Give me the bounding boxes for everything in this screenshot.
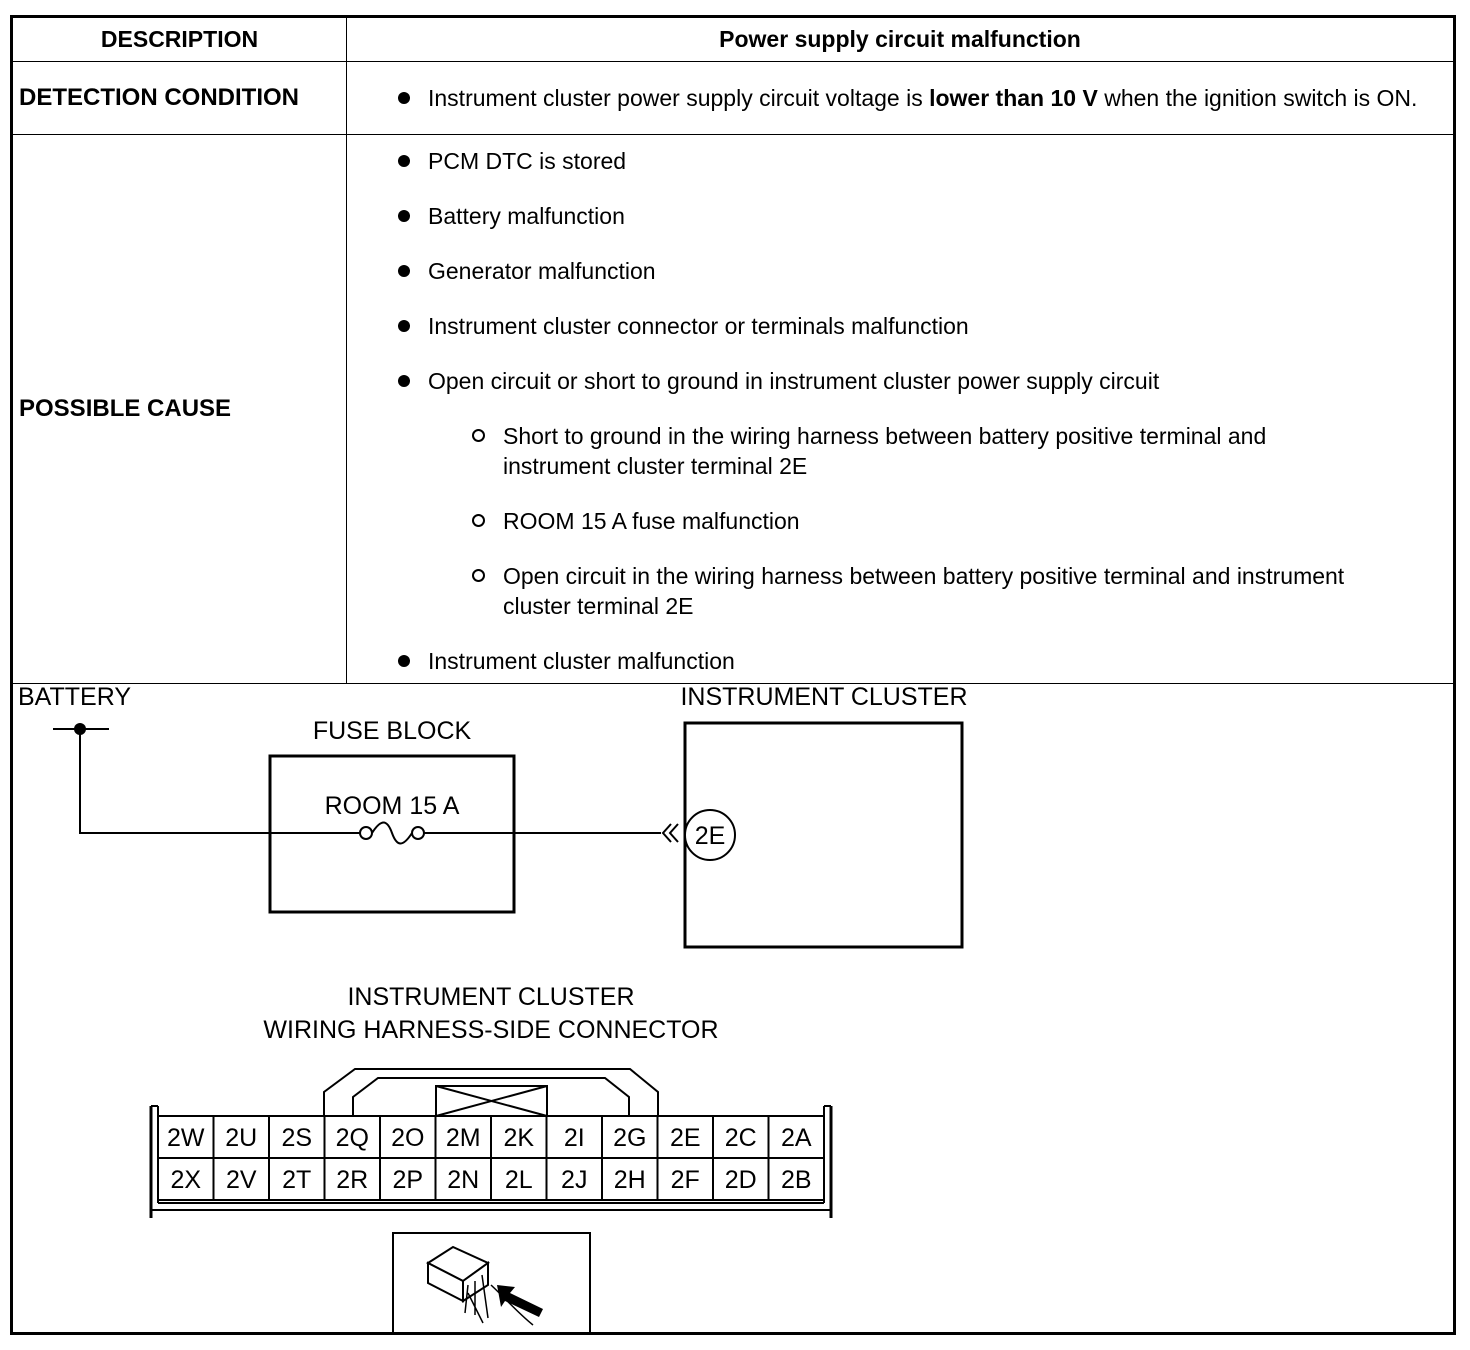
connector-pin-label: 2Q (336, 1124, 369, 1152)
connector-pin-label: 2I (564, 1124, 585, 1152)
bullet-icon (398, 92, 410, 104)
terminal-2e-label: 2E (695, 822, 726, 850)
connector-pin-label: 2M (446, 1124, 481, 1152)
connector-pin-label: 2B (781, 1166, 812, 1194)
detection-label: DETECTION CONDITION (13, 61, 347, 135)
detection-text-pre: Instrument cluster power supply circuit … (428, 85, 930, 111)
document-frame: DESCRIPTION Power supply circuit malfunc… (10, 15, 1456, 1335)
cause-item: Battery malfunction (348, 201, 1452, 231)
connector-pin-label: 2T (282, 1166, 311, 1194)
connector-pin-label: 2J (561, 1166, 587, 1194)
header-row: DESCRIPTION Power supply circuit malfunc… (13, 18, 1453, 62)
unused-cavity-mark (435, 1085, 548, 1117)
detection-threshold: lower than 10 V (929, 85, 1098, 111)
detection-cell: Instrument cluster power supply circuit … (346, 61, 1453, 135)
sub-cause-item: Short to ground in the wiring harness be… (428, 421, 1452, 481)
connector-pin-label: 2V (226, 1166, 257, 1194)
bullet-icon (398, 655, 410, 667)
sub-cause-list: Short to ground in the wiring harness be… (428, 421, 1452, 621)
detection-text-post: when the ignition switch is ON. (1097, 85, 1418, 111)
connector-pin-label: 2H (614, 1166, 646, 1194)
connector-pin-label: 2A (781, 1124, 812, 1152)
battery-label: BATTERY (18, 683, 131, 711)
fuse-label: ROOM 15 A (325, 792, 460, 820)
connector-title-line1: INSTRUMENT CLUSTER (347, 983, 634, 1011)
connector-pin-label: 2F (671, 1166, 700, 1194)
detection-row: DETECTION CONDITION Instrument cluster p… (13, 61, 1453, 135)
cause-list: PCM DTC is stored Battery malfunction Ge… (348, 136, 1452, 682)
bullet-icon (398, 155, 410, 167)
bullet-icon (398, 210, 410, 222)
bullet-icon (398, 320, 410, 332)
connector-pin-label: 2U (225, 1124, 257, 1152)
connector-pin-label: 2G (613, 1124, 646, 1152)
connector-pin-label: 2E (670, 1124, 701, 1152)
connector-pin-label: 2X (170, 1166, 201, 1194)
sub-cause-item: Open circuit in the wiring harness betwe… (428, 561, 1452, 621)
sub-cause-item: ROOM 15 A fuse malfunction (428, 506, 1452, 536)
connector-pin-label: 2N (447, 1166, 479, 1194)
detection-text: Instrument cluster power supply circuit … (348, 77, 1452, 119)
wiring-diagram: BATTERY FUSE BLOCK ROOM 15 A INSTRUMENT … (13, 673, 1453, 1334)
connector-pin-label: 2W (167, 1124, 205, 1152)
connector-title-line2: WIRING HARNESS-SIDE CONNECTOR (263, 1016, 718, 1044)
connector-pin-label: 2O (391, 1124, 424, 1152)
terminal-2e-circle (684, 809, 736, 861)
wiring-diagram-svg: BATTERY FUSE BLOCK ROOM 15 A INSTRUMENT … (18, 683, 968, 1334)
connector-lock-tab (323, 1068, 659, 1116)
cause-item: Instrument cluster connector or terminal… (348, 311, 1452, 341)
connector-view-icon (392, 1232, 591, 1334)
cause-item: Open circuit or short to ground in instr… (348, 366, 1452, 621)
cause-item: Instrument cluster malfunction (348, 646, 1452, 676)
connector-pin-label: 2C (725, 1124, 757, 1152)
cluster-label: INSTRUMENT CLUSTER (680, 683, 967, 711)
connector-pin-label: 2P (392, 1166, 423, 1194)
connector-pin-label: 2S (281, 1124, 312, 1152)
fuse-block-label: FUSE BLOCK (313, 717, 472, 745)
hollow-bullet-icon (472, 569, 485, 582)
bullet-icon (398, 375, 410, 387)
connector-symbol-icon (661, 823, 679, 843)
fuse-icon (359, 821, 425, 845)
header-description: DESCRIPTION (13, 18, 347, 62)
connector-pin-grid: 2W 2U 2S 2Q 2O 2M 2K 2I 2G 2E 2C 2A 2X 2V 2T 2R 2P 2N 2L 2J… (157, 1115, 825, 1201)
connector-pin-label: 2D (725, 1166, 757, 1194)
connector-pin-cell (767, 1157, 825, 1201)
header-title: Power supply circuit malfunction (346, 18, 1453, 62)
possible-cause-cell: PCM DTC is stored Battery malfunction Ge… (346, 134, 1453, 684)
connector-pin-label: 2L (505, 1166, 533, 1194)
cause-item: PCM DTC is stored (348, 146, 1452, 176)
hollow-bullet-icon (472, 514, 485, 527)
hollow-bullet-icon (472, 429, 485, 442)
cause-item: Generator malfunction (348, 256, 1452, 286)
connector-pin-label: 2K (503, 1124, 534, 1152)
dtc-info-table: DESCRIPTION Power supply circuit malfunc… (13, 18, 1453, 684)
connector-pin-label: 2R (336, 1166, 368, 1194)
possible-cause-label: POSSIBLE CAUSE (13, 134, 347, 684)
possible-cause-row: POSSIBLE CAUSE PCM DTC is stored Battery… (13, 134, 1453, 684)
bullet-icon (398, 265, 410, 277)
